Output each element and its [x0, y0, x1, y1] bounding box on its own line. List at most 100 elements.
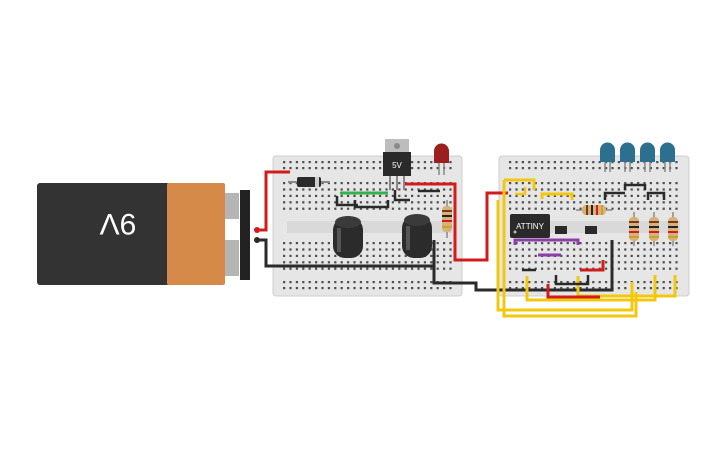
breadboard-hole[interactable]	[391, 242, 394, 245]
breadboard-hole[interactable]	[592, 201, 595, 204]
breadboard-hole[interactable]	[541, 188, 544, 191]
breadboard-hole[interactable]	[391, 201, 394, 204]
breadboard-hole[interactable]	[560, 167, 563, 170]
breadboard-hole[interactable]	[302, 267, 305, 270]
breadboard-hole[interactable]	[321, 248, 324, 251]
breadboard-hole[interactable]	[675, 188, 678, 191]
breadboard-hole[interactable]	[423, 281, 426, 284]
breadboard-hole[interactable]	[359, 267, 362, 270]
breadboard-hole[interactable]	[611, 201, 614, 204]
wire-yellow-6[interactable]	[525, 275, 657, 302]
breadboard-hole[interactable]	[656, 267, 659, 270]
breadboard-hole[interactable]	[630, 261, 633, 264]
breadboard-hole[interactable]	[515, 261, 518, 264]
breadboard-hole[interactable]	[656, 254, 659, 257]
breadboard-hole[interactable]	[315, 194, 318, 197]
breadboard-hole[interactable]	[353, 287, 356, 290]
wire-red-2[interactable]	[476, 191, 508, 262]
breadboard-hole[interactable]	[289, 281, 292, 284]
breadboard-hole[interactable]	[340, 188, 343, 191]
breadboard-hole[interactable]	[327, 188, 330, 191]
breadboard-hole[interactable]	[398, 194, 401, 197]
breadboard-hole[interactable]	[573, 248, 576, 251]
wire-yellow-2[interactable]	[502, 180, 638, 318]
breadboard-hole[interactable]	[289, 242, 292, 245]
breadboard-hole[interactable]	[528, 261, 531, 264]
breadboard-hole[interactable]	[553, 207, 556, 210]
breadboard-hole[interactable]	[321, 281, 324, 284]
transistor-1[interactable]	[555, 226, 567, 234]
breadboard-hole[interactable]	[656, 281, 659, 284]
breadboard-hole[interactable]	[302, 201, 305, 204]
breadboard-hole[interactable]	[411, 267, 414, 270]
breadboard-hole[interactable]	[585, 261, 588, 264]
breadboard-hole[interactable]	[643, 261, 646, 264]
breadboard-hole[interactable]	[321, 188, 324, 191]
breadboard-hole[interactable]	[656, 287, 659, 290]
breadboard-hole[interactable]	[379, 161, 382, 164]
breadboard-hole[interactable]	[283, 287, 286, 290]
breadboard-hole[interactable]	[592, 242, 595, 245]
resistor-left[interactable]	[442, 200, 452, 238]
breadboard-hole[interactable]	[366, 188, 369, 191]
breadboard-hole[interactable]	[509, 194, 512, 197]
breadboard-hole[interactable]	[630, 182, 633, 185]
breadboard-hole[interactable]	[321, 194, 324, 197]
breadboard-hole[interactable]	[637, 248, 640, 251]
breadboard-hole[interactable]	[553, 167, 556, 170]
breadboard-hole[interactable]	[340, 161, 343, 164]
breadboard-hole[interactable]	[637, 254, 640, 257]
breadboard-hole[interactable]	[366, 287, 369, 290]
breadboard-hole[interactable]	[443, 201, 446, 204]
breadboard-hole[interactable]	[579, 281, 582, 284]
breadboard-hole[interactable]	[534, 248, 537, 251]
breadboard-hole[interactable]	[385, 188, 388, 191]
breadboard-hole[interactable]	[315, 201, 318, 204]
breadboard-hole[interactable]	[283, 248, 286, 251]
breadboard-hole[interactable]	[547, 194, 550, 197]
breadboard-hole[interactable]	[315, 281, 318, 284]
breadboard-hole[interactable]	[327, 207, 330, 210]
breadboard-hole[interactable]	[573, 267, 576, 270]
breadboard-hole[interactable]	[353, 161, 356, 164]
breadboard-hole[interactable]	[327, 267, 330, 270]
breadboard-hole[interactable]	[528, 194, 531, 197]
breadboard-hole[interactable]	[353, 188, 356, 191]
breadboard-hole[interactable]	[391, 254, 394, 257]
breadboard-hole[interactable]	[379, 182, 382, 185]
breadboard-hole[interactable]	[656, 161, 659, 164]
breadboard-hole[interactable]	[675, 201, 678, 204]
breadboard-hole[interactable]	[417, 167, 420, 170]
breadboard-hole[interactable]	[340, 182, 343, 185]
breadboard-hole[interactable]	[675, 261, 678, 264]
breadboard-hole[interactable]	[515, 207, 518, 210]
breadboard-hole[interactable]	[528, 201, 531, 204]
breadboard-hole[interactable]	[334, 182, 337, 185]
breadboard-hole[interactable]	[449, 194, 452, 197]
breadboard-hole[interactable]	[347, 207, 350, 210]
breadboard-hole[interactable]	[443, 267, 446, 270]
breadboard-hole[interactable]	[592, 194, 595, 197]
breadboard-hole[interactable]	[579, 167, 582, 170]
battery-9v[interactable]: 9V	[37, 183, 260, 285]
breadboard-hole[interactable]	[560, 267, 563, 270]
breadboard-hole[interactable]	[560, 194, 563, 197]
breadboard-hole[interactable]	[327, 261, 330, 264]
breadboard-hole[interactable]	[283, 194, 286, 197]
breadboard-hole[interactable]	[643, 281, 646, 284]
led-blue-3[interactable]	[640, 142, 655, 172]
breadboard-hole[interactable]	[411, 287, 414, 290]
breadboard-hole[interactable]	[327, 161, 330, 164]
breadboard-hole[interactable]	[404, 281, 407, 284]
breadboard-hole[interactable]	[547, 261, 550, 264]
breadboard-hole[interactable]	[334, 261, 337, 264]
breadboard-hole[interactable]	[669, 261, 672, 264]
breadboard-hole[interactable]	[624, 182, 627, 185]
breadboard-hole[interactable]	[283, 201, 286, 204]
breadboard-hole[interactable]	[566, 254, 569, 257]
breadboard-hole[interactable]	[372, 207, 375, 210]
breadboard-hole[interactable]	[669, 194, 672, 197]
breadboard-hole[interactable]	[573, 287, 576, 290]
breadboard-hole[interactable]	[521, 242, 524, 245]
breadboard-hole[interactable]	[295, 161, 298, 164]
